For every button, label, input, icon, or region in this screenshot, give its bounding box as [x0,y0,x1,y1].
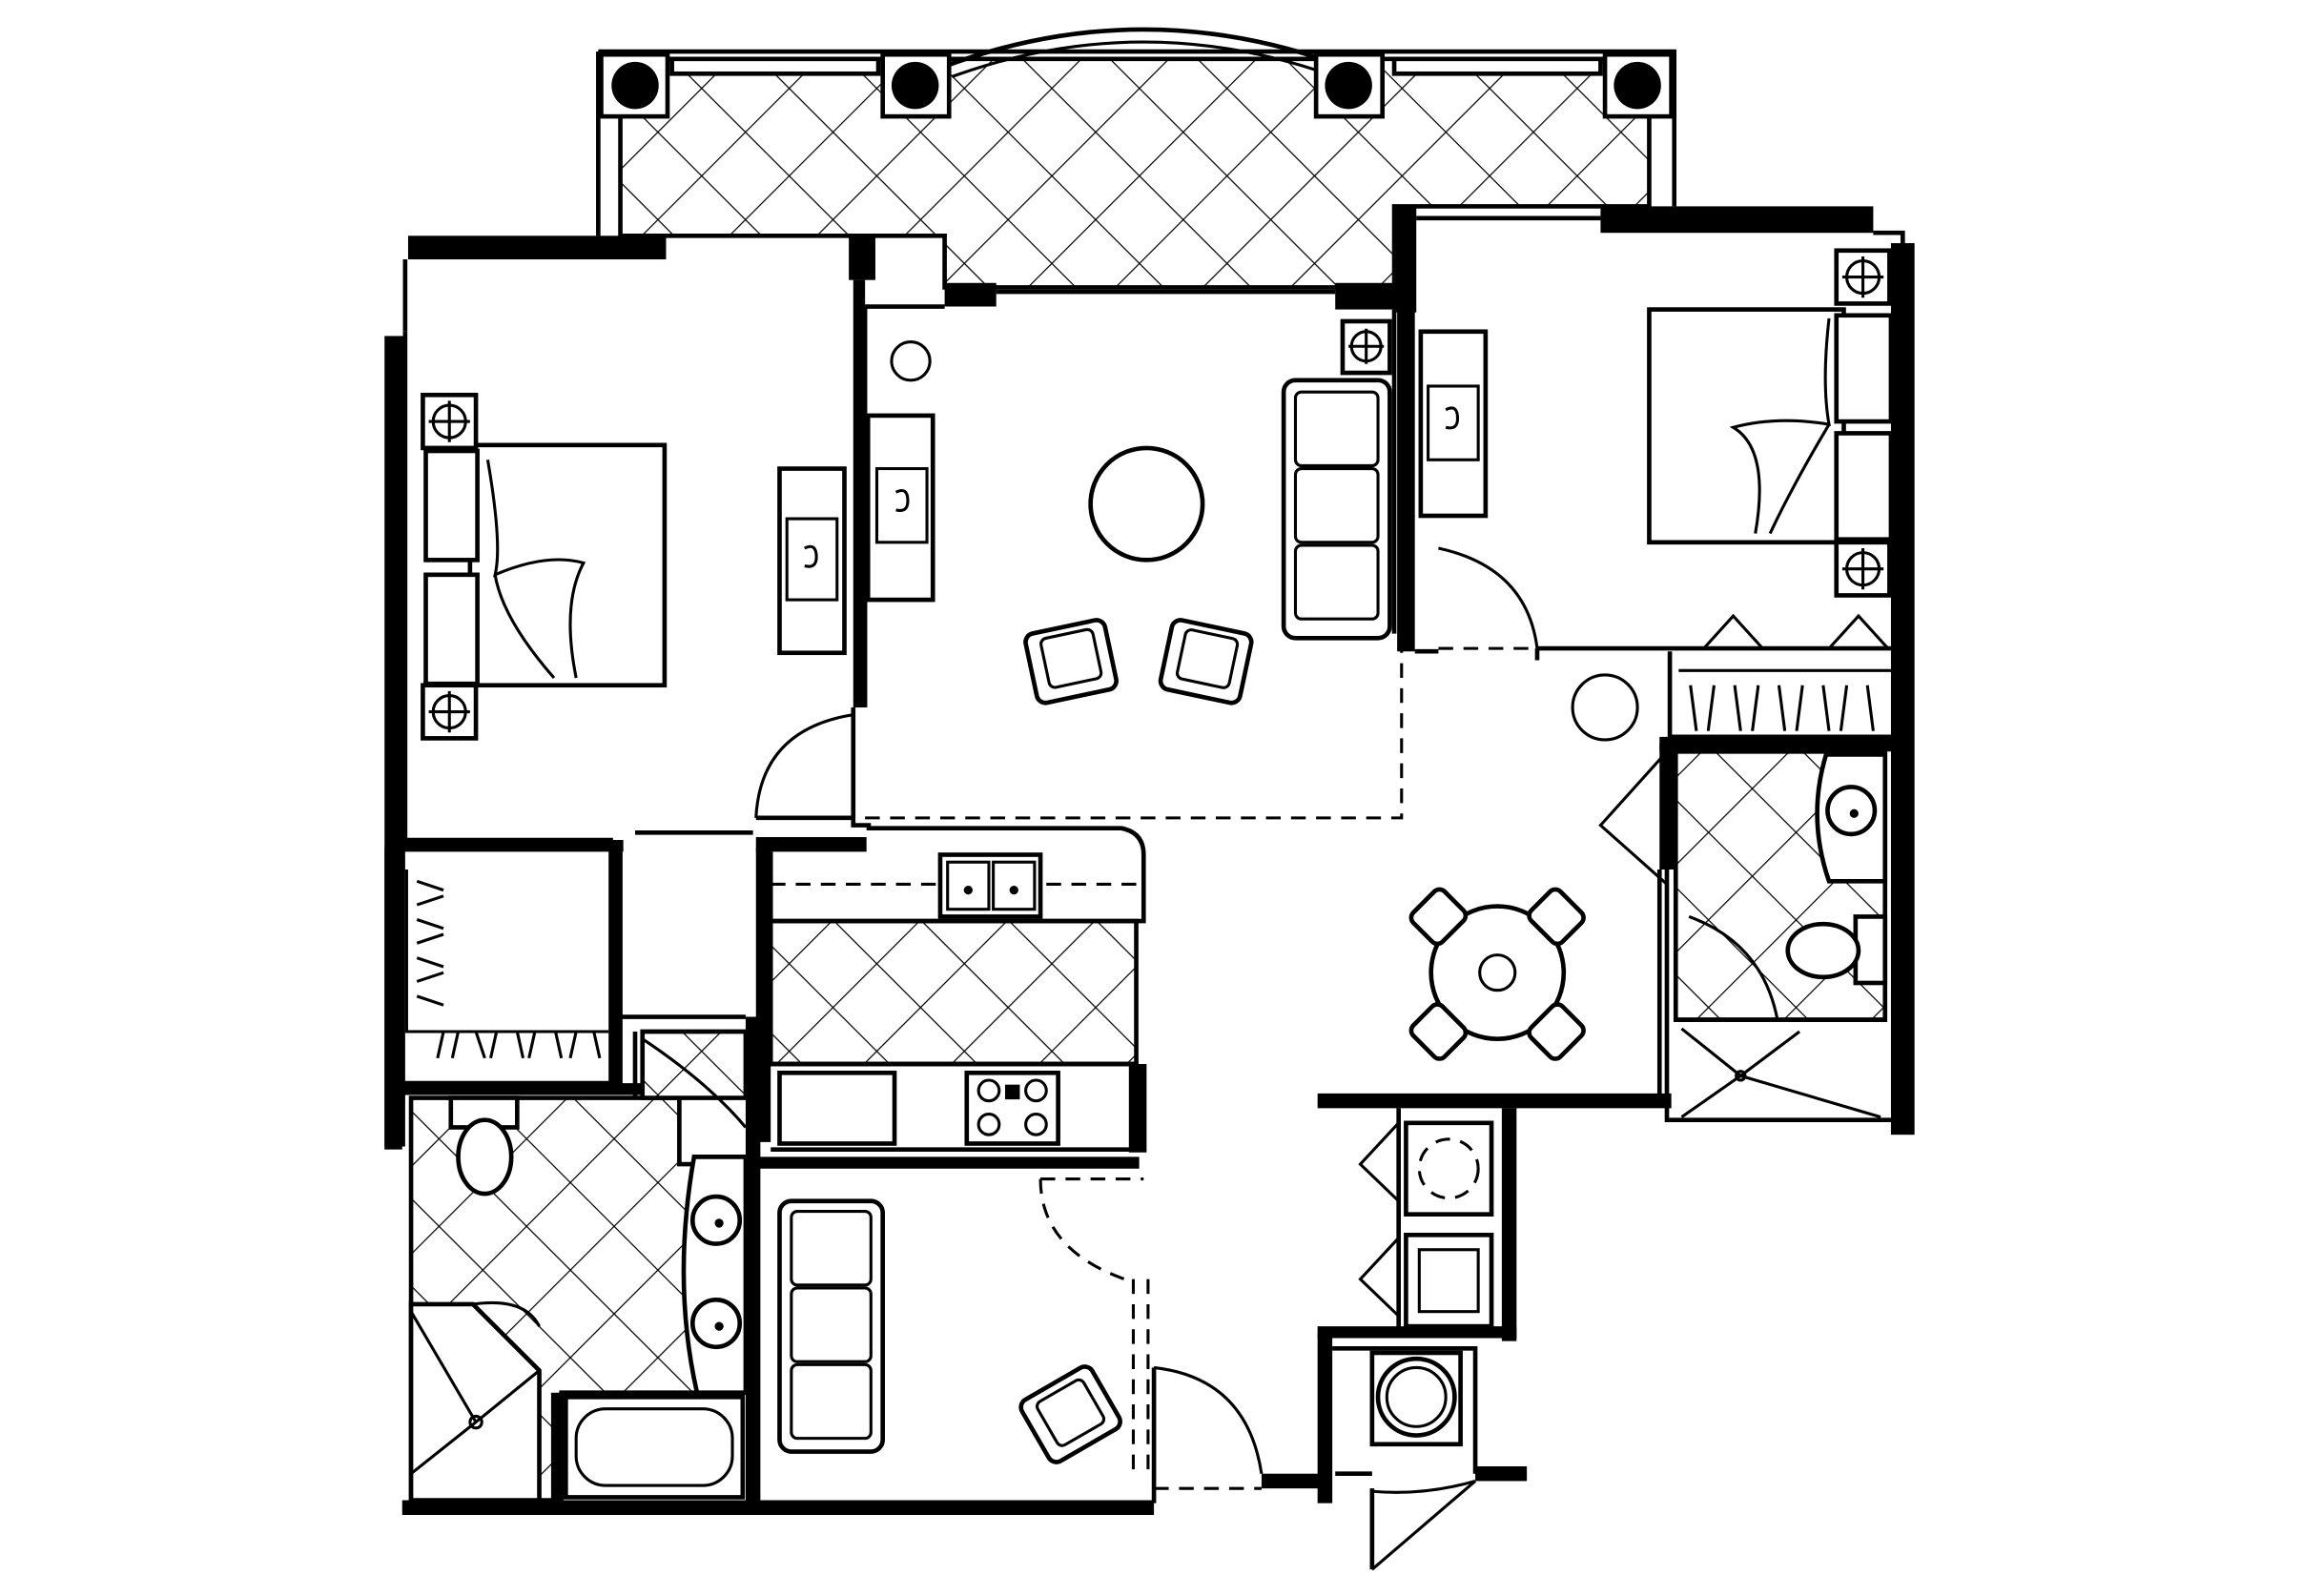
dresser-icon [777,466,847,656]
sink-icon [937,852,1043,919]
balcony [596,27,1677,290]
water-heater-icon [1369,1350,1463,1447]
stove-icon [964,1070,1060,1146]
dining-chair-icon [1408,1002,1469,1061]
planter-icon [1313,51,1385,119]
lamp-table-icon [1340,318,1392,376]
hangers-icon [416,879,602,1059]
dresser-icon [1418,329,1489,519]
planter-icon [880,51,952,119]
laundry-closet [1317,1108,1517,1341]
toilet-icon [448,1095,520,1197]
nightstand-lamp-icon [1834,540,1892,598]
dining-chair-icon [1527,1002,1586,1061]
armchair-icon [1018,1364,1122,1464]
plant-icon [890,340,932,382]
nightstand-lamp-icon [421,683,479,741]
bathtub-icon [564,1395,746,1500]
vanity-counter [681,1155,749,1396]
media-console-icon [865,413,935,603]
walk-in-closet [387,840,636,1086]
planter-icon [1602,51,1674,119]
planter-icon [599,51,670,119]
bed-icon [1647,307,1894,545]
sofa-icon [777,1198,885,1454]
dining-area [1317,648,1672,1109]
bathroom-right [1598,736,1896,1123]
kitchen [755,826,1147,1153]
sink-icon [689,1297,743,1350]
armchair-icon [1158,618,1254,706]
shower-icon [1680,1027,1881,1119]
den [753,1156,1264,1504]
coffee-table-icon [1088,445,1205,563]
bedroom-right [1397,248,1894,654]
nightstand-lamp-icon [421,392,479,451]
sink-icon [689,1194,743,1246]
plant-icon [1571,673,1639,742]
dining-table-icon [1428,904,1567,1042]
living-room [862,304,1404,820]
sink-icon [1815,752,1888,884]
toilet-icon [1785,914,1888,986]
shower-icon [408,1300,542,1503]
hangers-icon [1689,685,1875,731]
sofa-icon [1281,378,1392,641]
entry [1332,1346,1478,1571]
bed-icon [423,442,668,688]
washer-icon [1404,1120,1494,1217]
dining-chair-icon [1408,887,1469,947]
nightstand-lamp-icon [1834,248,1892,306]
dryer-icon [1404,1232,1494,1329]
bathroom-left [401,1014,761,1511]
closet-right [1667,651,1891,740]
armchair-icon [1023,618,1119,706]
bedroom-left [402,279,872,843]
refrigerator-icon [777,1070,897,1146]
dining-chair-icon [1527,887,1586,947]
